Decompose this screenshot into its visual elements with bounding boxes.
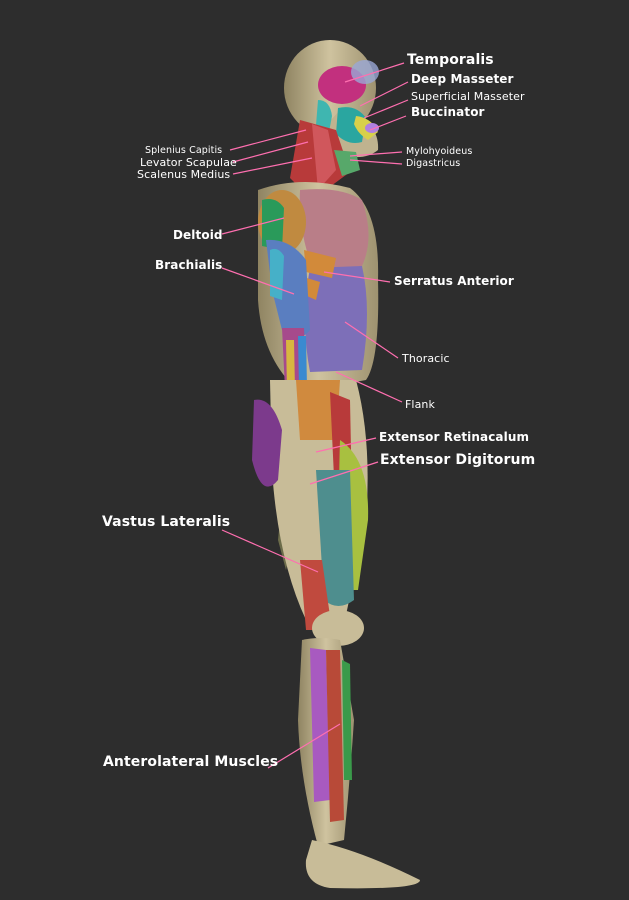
label-deep-masseter: Deep Masseter — [411, 72, 514, 86]
label-vastus-lateralis: Vastus Lateralis — [102, 514, 231, 530]
leader-digastricus — [349, 159, 403, 165]
label-mylohyoideus: Mylohyoideus — [406, 146, 473, 157]
label-anterolateral-muscles: Anterolateral Muscles — [103, 754, 279, 770]
leader-superficial-masseter — [363, 99, 409, 119]
label-splenius-capitis: Splenius Capitis — [145, 145, 223, 156]
label-temporalis: Temporalis — [407, 52, 494, 68]
leader-extensor-retinacalum — [315, 437, 377, 453]
leader-extensor-digitorum — [309, 461, 379, 485]
label-flank: Flank — [405, 398, 435, 411]
leader-brachialis — [221, 267, 295, 295]
leader-thoracic — [344, 321, 399, 359]
leader-lines — [221, 62, 409, 769]
label-superficial-masseter: Superficial Masseter — [411, 90, 525, 103]
leader-buccinator — [369, 115, 407, 131]
leader-mylohyoideus — [349, 151, 403, 157]
label-extensor-digitorum: Extensor Digitorum — [380, 452, 536, 468]
label-thoracic: Thoracic — [402, 352, 450, 365]
lower-leg — [298, 638, 420, 889]
leg — [252, 380, 369, 646]
label-buccinator: Buccinator — [411, 105, 485, 119]
leader-splenius-capitis — [229, 129, 307, 151]
leader-serratus-anterior — [323, 271, 391, 283]
label-brachialis: Brachialis — [155, 258, 223, 272]
label-extensor-retinacalum: Extensor Retinacalum — [379, 430, 530, 444]
leader-deltoid — [221, 217, 285, 235]
masseter-muscle — [336, 107, 366, 143]
leader-deep-masseter — [359, 81, 409, 107]
leader-temporalis — [344, 62, 405, 83]
leader-flank — [335, 371, 403, 403]
leader-vastus-lateralis — [221, 529, 319, 573]
label-scalenus-medius: Scalenus Medius — [137, 168, 231, 181]
leader-levator-scapulae — [232, 141, 309, 163]
label-digastricus: Digastricus — [406, 158, 461, 169]
label-serratus-anterior: Serratus Anterior — [394, 274, 514, 288]
label-levator-scapulae: Levator Scapulae — [140, 156, 237, 169]
leader-anterolateral-muscles — [267, 723, 341, 769]
label-deltoid: Deltoid — [173, 228, 223, 242]
leader-scalenus-medius — [232, 157, 313, 175]
neck — [290, 120, 360, 200]
